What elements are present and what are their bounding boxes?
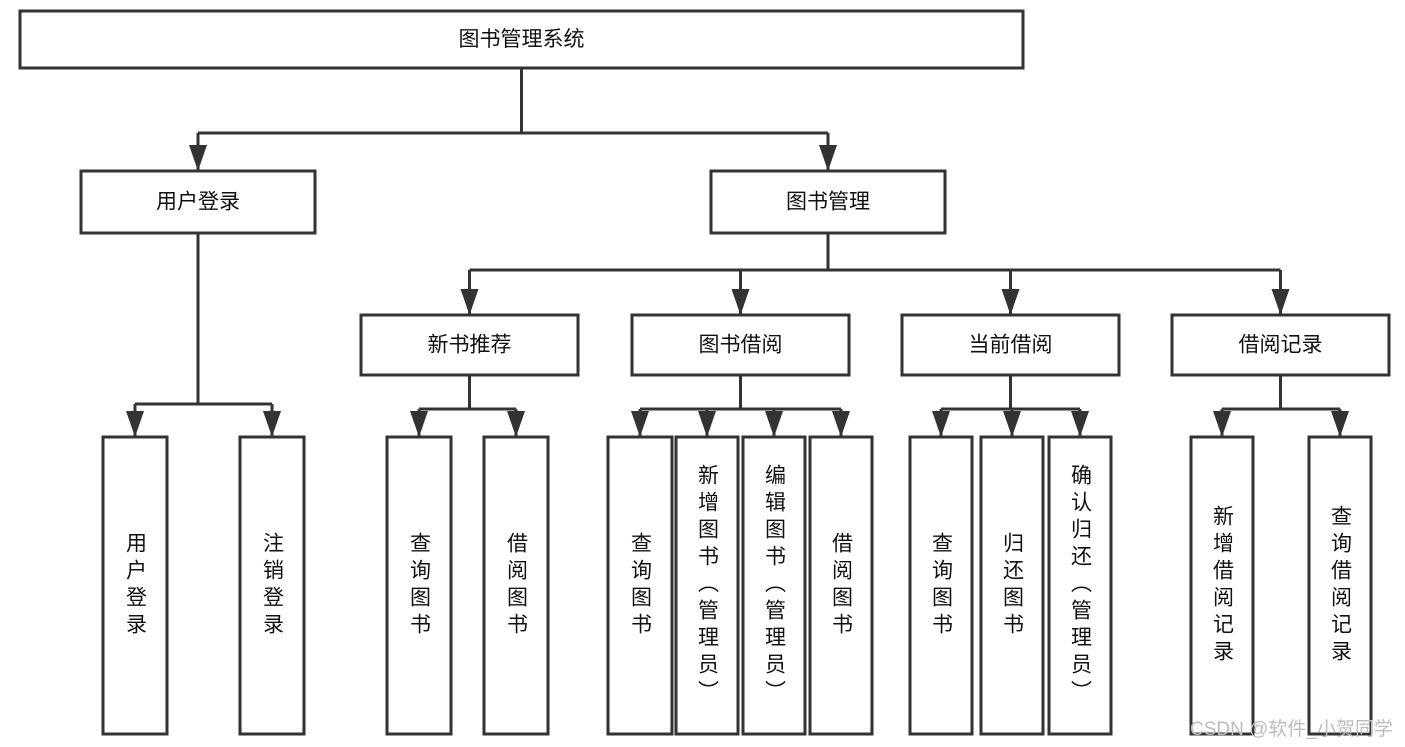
arrow-head-icon bbox=[932, 411, 950, 437]
node-box-leaf-borrow-book-rec[interactable] bbox=[482, 435, 550, 736]
arrow-head-icon bbox=[765, 411, 783, 437]
arrow-head-icon bbox=[731, 289, 750, 315]
node-box-leaf-add-book-admin[interactable] bbox=[674, 435, 740, 736]
node-box-leaf-return-book[interactable] bbox=[979, 435, 1045, 736]
node-box-leaf-query-book-bor[interactable] bbox=[606, 435, 674, 736]
node-box-leaf-query-book-rec[interactable] bbox=[385, 435, 453, 736]
node-label-current-borrow: 当前借阅 bbox=[969, 334, 1053, 357]
node-label-new-book-recommend: 新书推荐 bbox=[428, 334, 512, 357]
connectors-layer bbox=[126, 68, 1349, 437]
node-label-root: 图书管理系统 bbox=[459, 28, 585, 51]
arrow-head-icon bbox=[832, 411, 850, 437]
arrow-head-icon bbox=[263, 411, 281, 437]
arrow-head-icon bbox=[819, 145, 837, 171]
node-box-user-login[interactable] bbox=[79, 169, 317, 235]
node-box-root[interactable] bbox=[18, 9, 1025, 70]
arrow-head-icon bbox=[507, 411, 525, 437]
node-box-leaf-borrow-book-bor[interactable] bbox=[808, 435, 874, 736]
arrow-head-icon bbox=[1213, 411, 1231, 437]
csdn-watermark: CSDN @软件_小贺同学 bbox=[1190, 719, 1393, 740]
node-box-book-borrow[interactable] bbox=[630, 313, 851, 377]
arrow-head-icon bbox=[460, 289, 479, 315]
node-label-book-borrow: 图书借阅 bbox=[699, 334, 783, 357]
arrow-head-icon bbox=[631, 411, 649, 437]
arrow-head-icon bbox=[410, 411, 428, 437]
node-label-user-login: 用户登录 bbox=[156, 191, 240, 214]
node-label-book-manage: 图书管理 bbox=[786, 191, 870, 214]
node-label-borrow-record: 借阅记录 bbox=[1239, 334, 1323, 357]
node-box-leaf-add-borrow-record[interactable] bbox=[1189, 435, 1255, 736]
node-box-leaf-query-book-cur[interactable] bbox=[908, 435, 974, 736]
arrow-head-icon bbox=[1331, 411, 1349, 437]
arrow-head-icon bbox=[126, 411, 144, 437]
arrow-head-icon bbox=[1001, 289, 1020, 315]
node-box-leaf-logout-login[interactable] bbox=[238, 435, 306, 736]
arrow-head-icon bbox=[1071, 411, 1089, 437]
node-box-leaf-user-login[interactable] bbox=[101, 435, 169, 736]
node-box-current-borrow[interactable] bbox=[900, 313, 1121, 377]
boxes-layer bbox=[18, 9, 1391, 736]
arrow-head-icon bbox=[189, 145, 207, 171]
node-box-leaf-query-borrow-record[interactable] bbox=[1307, 435, 1373, 736]
node-box-new-book-recommend[interactable] bbox=[359, 313, 580, 377]
node-box-borrow-record[interactable] bbox=[1170, 313, 1391, 377]
node-box-book-manage[interactable] bbox=[709, 169, 947, 235]
node-box-leaf-edit-book-admin[interactable] bbox=[741, 435, 807, 736]
node-box-leaf-confirm-return[interactable] bbox=[1047, 435, 1113, 736]
arrow-head-icon bbox=[698, 411, 716, 437]
arrow-head-icon bbox=[1003, 411, 1021, 437]
arrow-head-icon bbox=[1271, 289, 1290, 315]
